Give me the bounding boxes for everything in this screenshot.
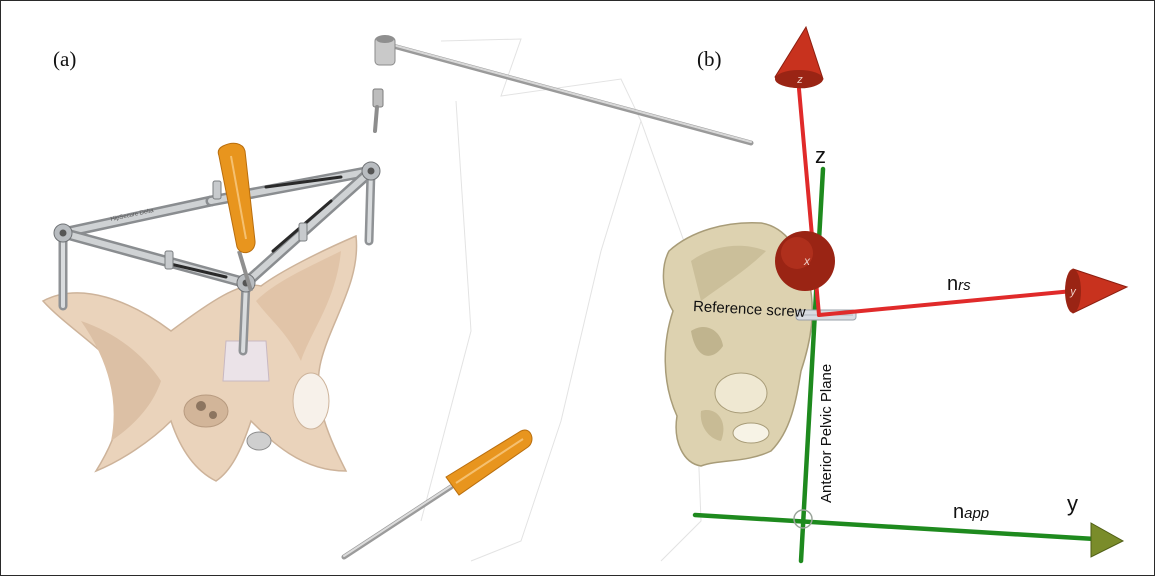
cone-marker-y: y bbox=[1065, 269, 1127, 313]
y-arrow-head bbox=[1091, 523, 1123, 557]
n-app-subscript: app bbox=[964, 505, 989, 522]
axis-y-label: y bbox=[1067, 491, 1078, 517]
anterior-pelvic-plane-label: Anterior Pelvic Plane bbox=[818, 364, 835, 503]
red-axes bbox=[799, 89, 1073, 315]
n-rs-label: nrs bbox=[947, 273, 971, 296]
sphere-marker-x: x bbox=[775, 231, 835, 291]
n-rs-symbol: n bbox=[947, 273, 958, 295]
cone-z-letter: z bbox=[796, 74, 803, 86]
y-axis-red bbox=[819, 291, 1073, 315]
n-rs-subscript: rs bbox=[958, 277, 971, 294]
n-app-label: napp bbox=[953, 501, 989, 524]
sphere-x-letter: x bbox=[803, 254, 811, 268]
n-app-symbol: n bbox=[953, 501, 964, 523]
axis-z-label: z bbox=[815, 143, 826, 169]
cone-marker-z: z bbox=[775, 27, 823, 88]
y-axis-green bbox=[695, 515, 1095, 539]
